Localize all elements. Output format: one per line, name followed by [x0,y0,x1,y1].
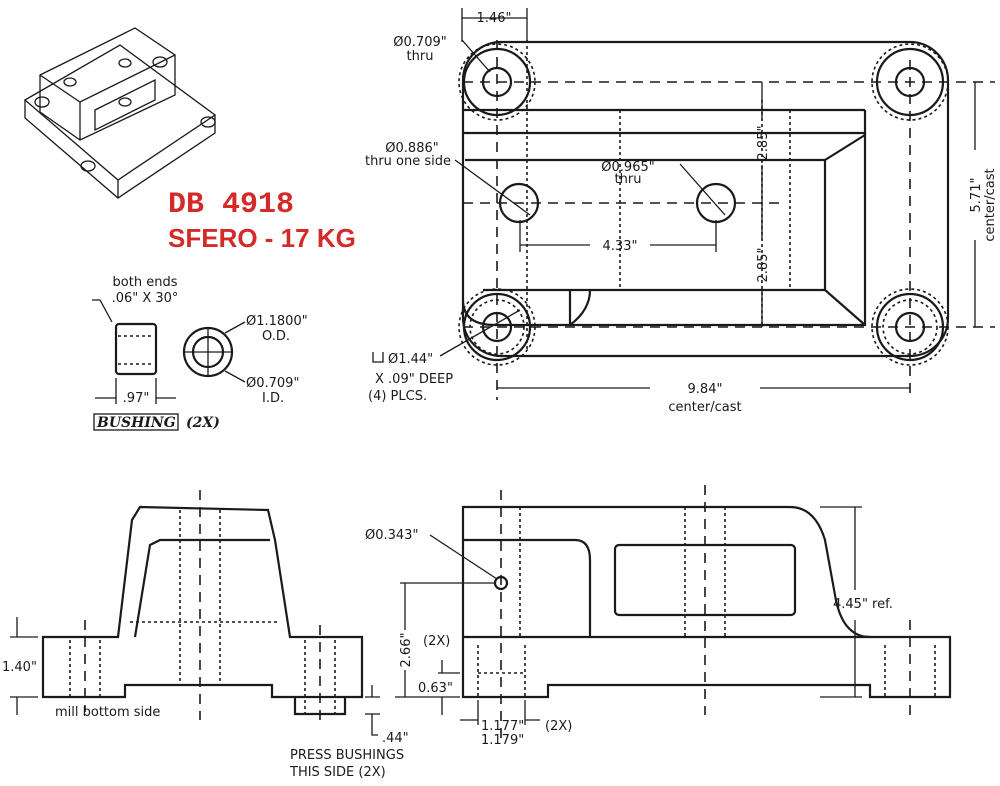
spotface-depth: X .09" DEEP [375,372,453,387]
dim-boss-width: 1.46" [477,11,512,26]
small-hole-label: Ø0.343" [365,528,418,543]
bushing-length: .97" [123,391,150,406]
corner-boss-icon [458,43,949,366]
qty-label-1: (2X) [423,634,450,649]
center-hole-label: Ø0.965" [601,160,654,175]
chamfer-note: both ends [113,275,178,290]
mill-note: mill bottom side [55,705,160,720]
center-hole-note: thru [615,172,642,187]
id-caption: I.D. [262,391,284,406]
dim-height-note: center/cast [983,168,998,241]
dim-half-upper: 2.85" [756,126,771,161]
spotface-label: Ø1.44" [388,352,433,367]
material-weight: SFERO - 17 KG [168,223,356,253]
dim-half-lower: 2.85" [756,248,771,283]
part-number: DB 4918 [168,188,294,222]
qty-label-2: (2X) [545,719,572,734]
left-hole-label: Ø0.886" [385,141,438,156]
corner-hole-note: thru [407,49,434,64]
bushing-detail: both ends .06" X 30° Ø1.1800" O.D. Ø0.70… [92,275,308,431]
top-view: 1.46" Ø0.709" thru Ø0.886" thru one side… [365,8,998,415]
corner-hole-label: Ø0.709" [393,35,446,50]
dim-width-note: center/cast [668,400,741,415]
dim-total: 4.45" ref. [833,597,893,612]
bushing-qty: (2X) [186,415,220,431]
spotface-count: (4) PLCS. [368,389,427,404]
front-view: 1.40" mill bottom side .44" PRESS BUSHIN… [2,490,409,780]
press-note-2: THIS SIDE (2X) [289,765,386,780]
dim-bushing: .44" [382,731,409,746]
left-hole-note: thru one side [365,154,451,169]
side-view: Ø0.343" 2.66" (2X) 0.63" 1.177" 1.179" (… [365,485,952,748]
bushing-title: BUSHING [96,415,176,431]
id-label: Ø0.709" [246,376,299,391]
dim-width: 9.84" [688,382,723,397]
hole-icon [498,182,540,224]
od-caption: O.D. [262,329,290,344]
bore-min: 1.179" [481,733,524,748]
dim-hole-spacing: 4.33" [603,239,638,254]
dim-hole-height: 2.66" [399,633,414,668]
dim-height: 5.71" [969,178,984,213]
isometric-sketch [23,27,217,199]
dim-base: 1.40" [2,660,37,675]
od-label: Ø1.1800" [246,314,308,329]
bore-max: 1.177" [481,719,524,734]
chamfer-label: .06" X 30° [112,291,179,306]
press-note-1: PRESS BUSHINGS [290,748,404,763]
dim-counterbore: 0.63" [418,681,453,696]
